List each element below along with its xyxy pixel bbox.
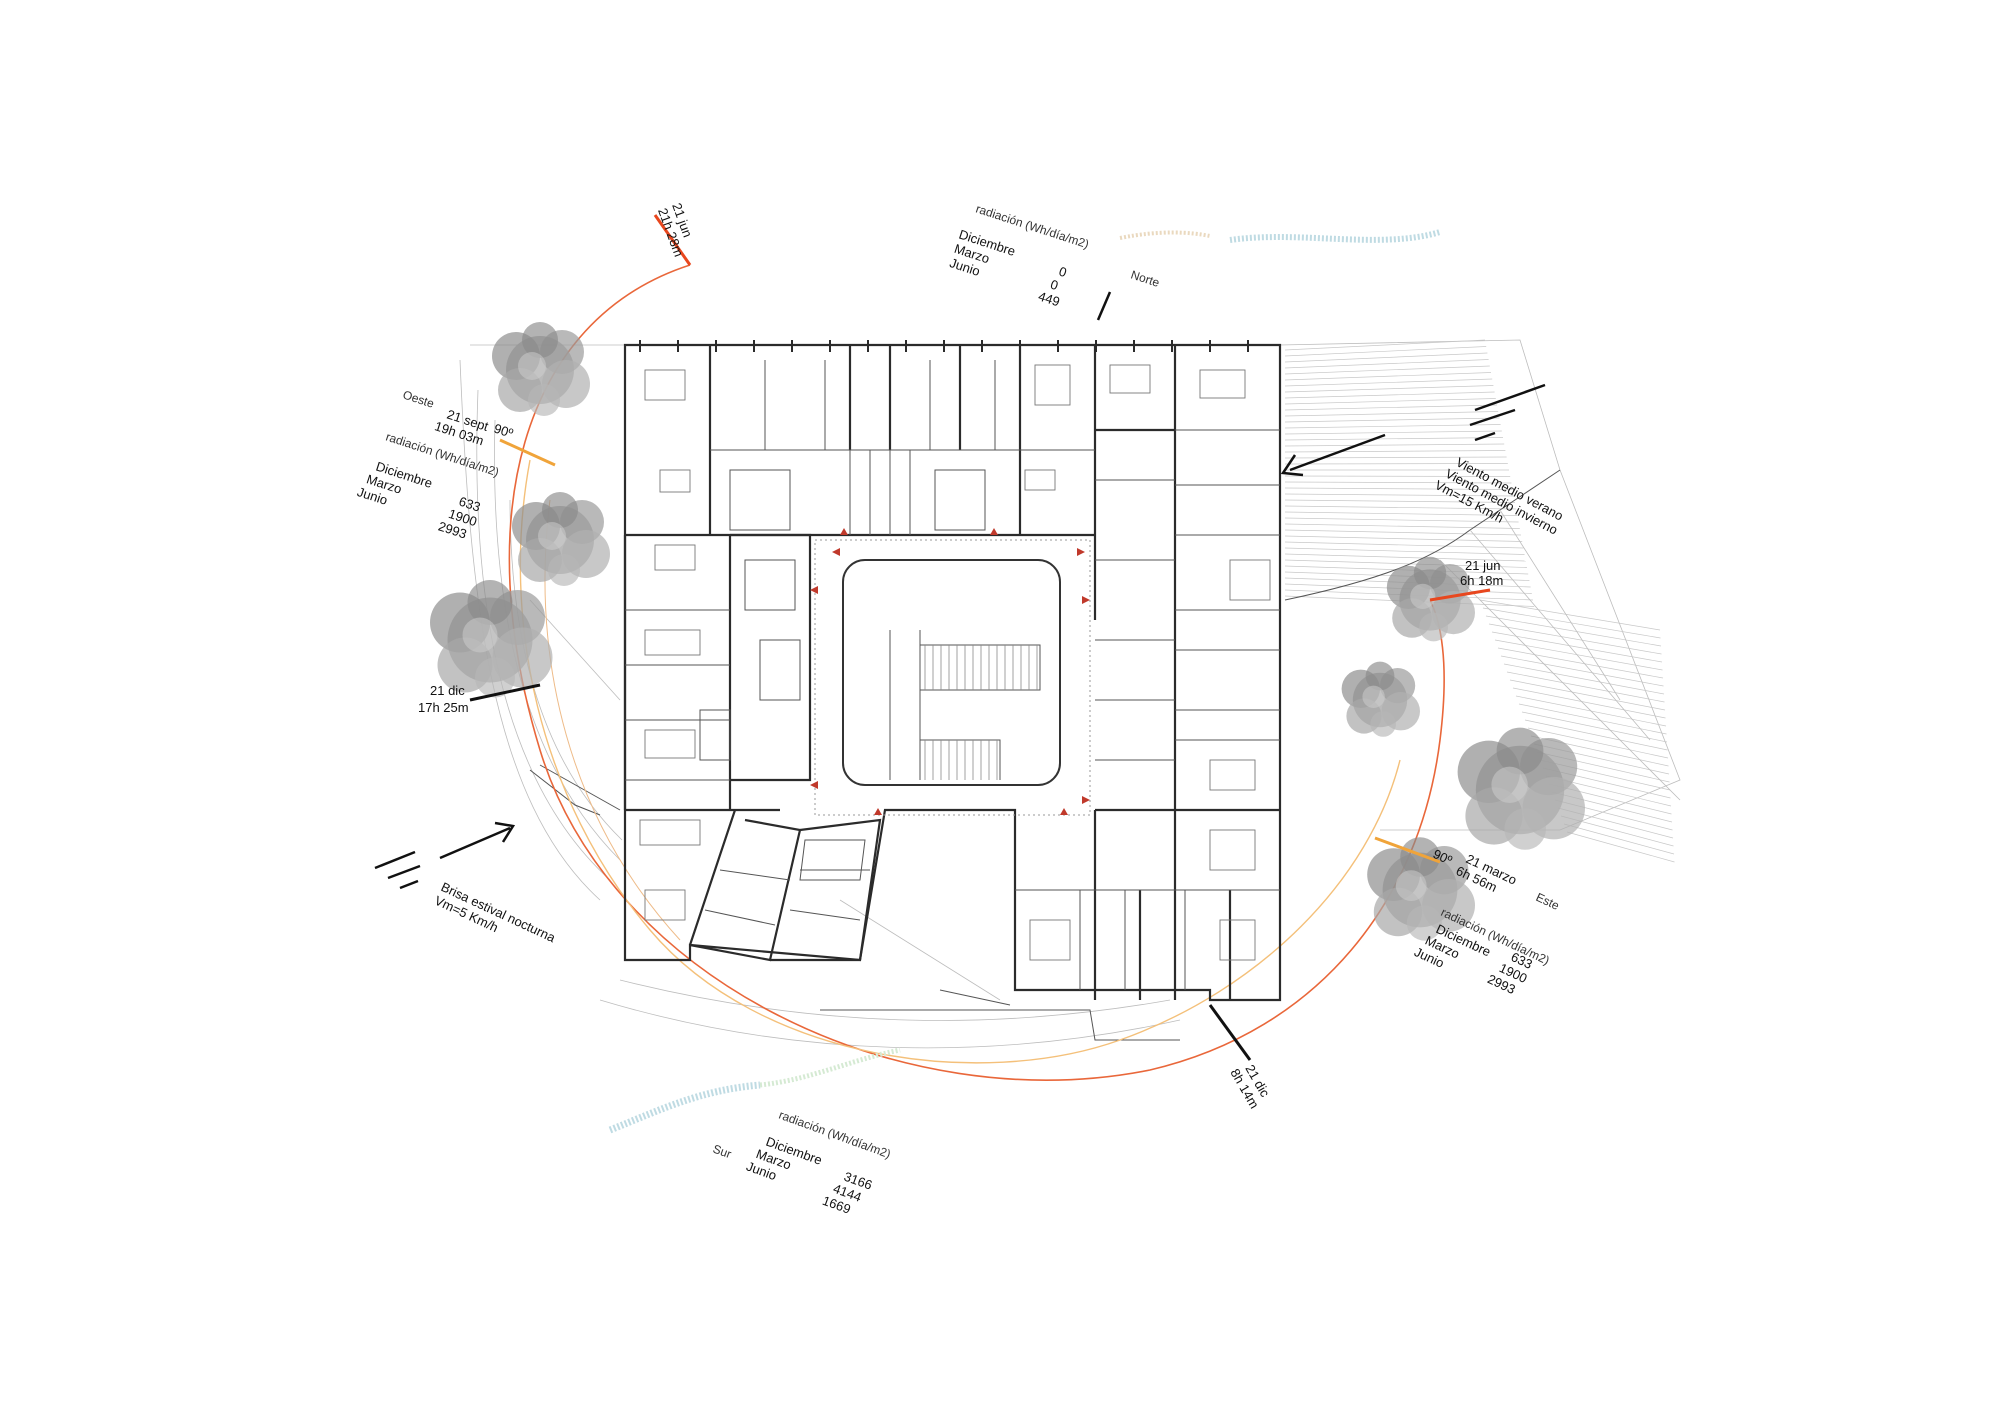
svg-text:6h 18m: 6h 18m (1460, 573, 1503, 588)
svg-text:633: 633 (457, 494, 482, 515)
jun-sunrise-marker (1429, 588, 1491, 602)
north-marker (1096, 291, 1112, 321)
south-months: Diciembre Marzo Junio (744, 1134, 824, 1183)
south-values: 3166 4144 1669 (820, 1169, 874, 1217)
west-cardinal: Oeste (401, 388, 436, 411)
dec-sunset-marker (469, 683, 541, 702)
svg-text:21 jun: 21 jun (1465, 558, 1500, 573)
tree-icon (1341, 661, 1420, 737)
tree-icon (430, 580, 553, 698)
jun-sunrise-label: 21 jun 6h 18m (1460, 558, 1503, 588)
sept-angle: 90º (492, 421, 515, 441)
trees (430, 322, 1585, 941)
furniture (639, 364, 1271, 961)
tree-icon (492, 322, 590, 416)
north-value-3: 449 (1036, 288, 1061, 309)
svg-text:17h 25m: 17h 25m (418, 700, 469, 715)
march-angle: 90º (1431, 846, 1455, 868)
wind-arrow-northeast (1280, 383, 1546, 477)
sun-direction-lines (469, 214, 1491, 1061)
north-value-2: 0 (1049, 277, 1061, 294)
dec-sunrise-marker (1208, 1004, 1252, 1061)
north-values: 0 0 449 (1036, 264, 1069, 310)
building-floor-plan (623, 340, 1282, 1002)
dec-sunset-label: 21 dic 17h 25m (418, 683, 469, 715)
sept-sunset-marker (499, 438, 556, 467)
jun-sunset-label: 21 jun 21h 28m (655, 201, 695, 259)
north-value-1: 0 (1057, 264, 1069, 281)
sept-sunset-label: 21 sept 19h 03m (433, 407, 491, 449)
north-months: Diciembre Marzo Junio (948, 227, 1018, 279)
march-sunrise-marker (1374, 836, 1441, 864)
tree-icon (1457, 727, 1585, 850)
south-cardinal: Sur (711, 1142, 733, 1162)
jun-sunset-marker (653, 214, 692, 266)
sun-path-arcs (508, 264, 1445, 1081)
svg-text:21 dic: 21 dic (430, 683, 465, 698)
entrance-markers (810, 528, 1090, 815)
central-courtyard (842, 559, 1061, 786)
southwest-wind-label: Brisa estival nocturna Vm=5 Km/h (432, 879, 558, 945)
tree-icon (512, 492, 610, 586)
breeze-swooshes (608, 229, 1441, 1134)
south-ground-lines (599, 899, 1181, 1049)
north-cardinal: Norte (1129, 268, 1162, 290)
east-cardinal: Este (1534, 890, 1562, 913)
west-months: Diciembre Marzo Junio (355, 459, 434, 508)
dec-sunrise-label: 21 dic 8h 14m (1227, 1062, 1273, 1111)
wind-arrow-southwest (374, 821, 516, 890)
west-values: 633 1900 2993 (436, 494, 482, 542)
northeast-wind-label: Viento medio verano Viento medio inviern… (1432, 454, 1565, 537)
courtyard-stairs (889, 630, 1041, 780)
